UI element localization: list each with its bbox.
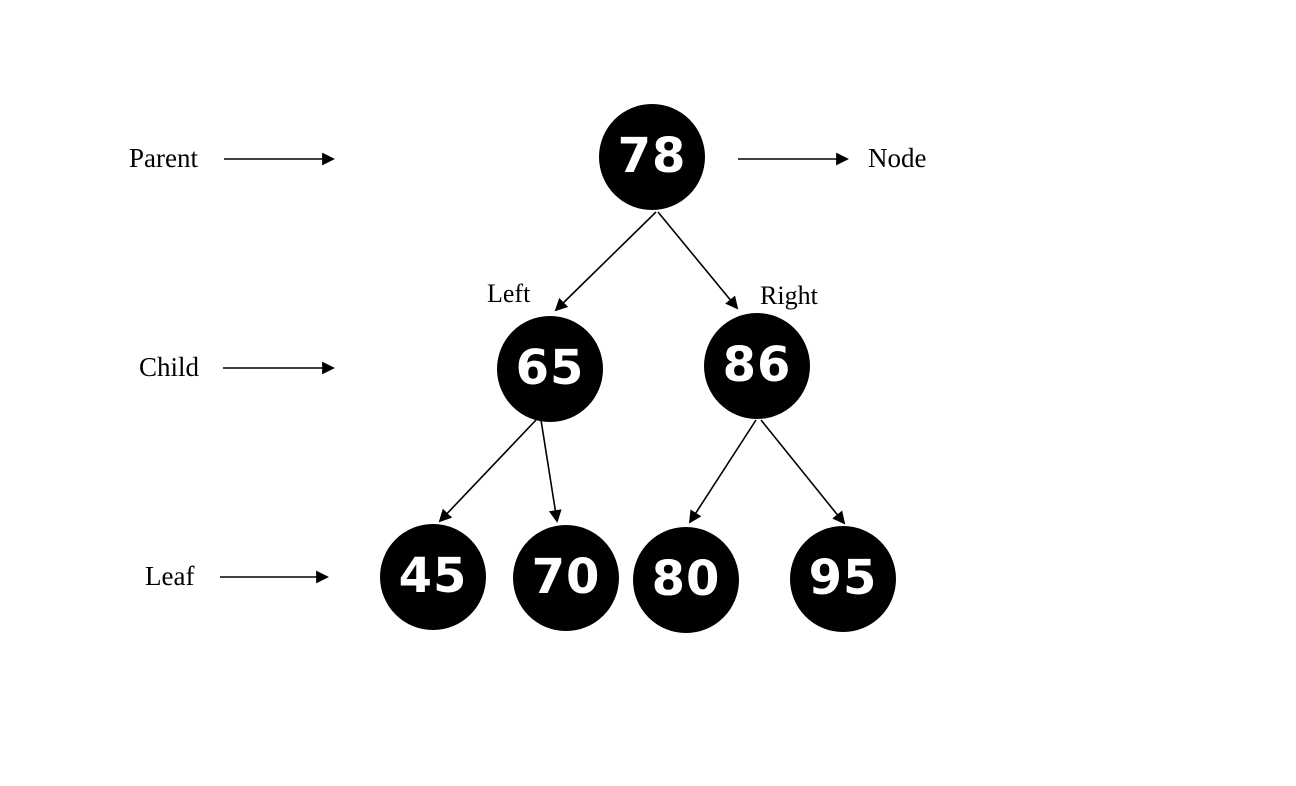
left-edge-label: Left (487, 279, 531, 308)
edge-86-80 (688, 419, 757, 524)
tree-node-leaf-1-value: 45 (398, 548, 468, 604)
tree-node-root-value: 78 (617, 128, 687, 184)
tree-node-leaf-3: 80 (633, 527, 739, 633)
tree-node-left-child-value: 65 (515, 340, 585, 396)
tree-node-leaf-1: 45 (380, 524, 486, 630)
edge-65-70 (540, 419, 562, 523)
edge-78-86 (657, 211, 739, 310)
edge-86-95 (760, 419, 846, 525)
tree-node-leaf-2: 70 (513, 525, 619, 631)
parent-label: Parent (129, 143, 198, 173)
tree-node-leaf-4: 95 (790, 526, 896, 632)
tree-node-right-child-value: 86 (722, 337, 792, 393)
leaf-label: Leaf (145, 561, 195, 591)
tree-node-leaf-4-value: 95 (808, 550, 878, 606)
edge-65-45 (438, 419, 537, 523)
node-label: Node (868, 143, 927, 173)
tree-node-root: 78 (599, 104, 705, 210)
tree-node-left-child: 65 (497, 316, 603, 422)
tree-node-right-child: 86 (704, 313, 810, 419)
edge-78-65 (554, 211, 657, 312)
tree-node-leaf-3-value: 80 (651, 551, 721, 607)
child-label: Child (139, 352, 200, 382)
right-edge-label: Right (760, 281, 818, 310)
tree-node-leaf-2-value: 70 (531, 549, 601, 605)
